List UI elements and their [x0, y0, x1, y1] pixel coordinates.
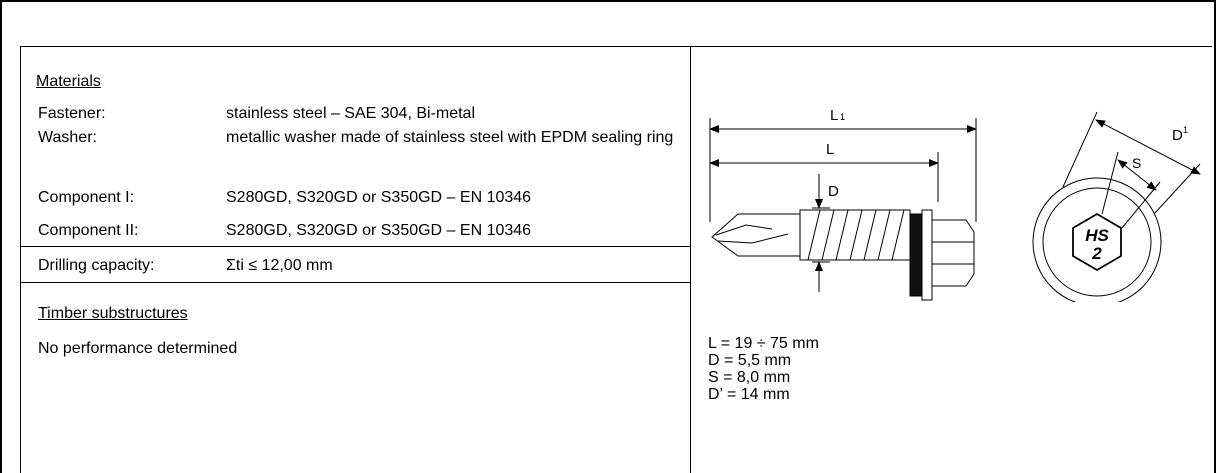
row-divider-drilling — [20, 282, 690, 283]
materials-heading: Materials — [36, 73, 101, 90]
material-value-fastener: stainless steel – SAE 304, Bi-metal — [226, 105, 476, 122]
timber-heading: Timber substructures — [38, 305, 188, 322]
material-label-fastener: Fastener: — [38, 105, 106, 122]
table-top-border — [20, 46, 1212, 47]
material-label-component-1: Component I: — [38, 189, 135, 206]
row-divider-materials — [20, 246, 690, 247]
label-d-prime: D — [1172, 127, 1183, 144]
table-left-border — [20, 46, 21, 473]
column-divider — [690, 46, 691, 473]
dimension-diameter: D = 5,5 mm — [708, 352, 792, 369]
material-label-washer: Washer: — [38, 129, 97, 146]
screw-side-view-drawing: L 1 L D — [709, 107, 977, 301]
label-l: L — [826, 141, 834, 158]
dimension-washer-diameter: D’ = 14 mm — [708, 386, 790, 403]
label-d: D — [828, 183, 839, 200]
material-value-component-1: S280GD, S320GD or S350GD – EN 10346 — [226, 189, 532, 206]
timber-text: No performance determined — [38, 340, 238, 357]
label-s: S — [1132, 155, 1141, 171]
material-value-washer: metallic washer made of stainless steel … — [226, 129, 674, 146]
material-value-component-2: S280GD, S320GD or S350GD – EN 10346 — [226, 222, 532, 239]
material-label-component-2: Component II: — [38, 222, 139, 239]
screw-head-top-view-drawing: D 1 S HS 2 — [1032, 111, 1201, 302]
drilling-capacity-value: Σti ≤ 12,00 mm — [226, 257, 333, 274]
label-d-prime-superscript: 1 — [1183, 125, 1188, 135]
drilling-capacity-label: Drilling capacity: — [38, 257, 155, 274]
dimension-hex-size: S = 8,0 mm — [708, 369, 791, 386]
dimension-length: L = 19 ÷ 75 mm — [708, 335, 819, 352]
head-marking-2: 2 — [1091, 244, 1102, 263]
head-marking-hs: HS — [1085, 226, 1109, 245]
label-l1: L — [830, 107, 838, 124]
label-l1-subscript: 1 — [840, 112, 845, 122]
